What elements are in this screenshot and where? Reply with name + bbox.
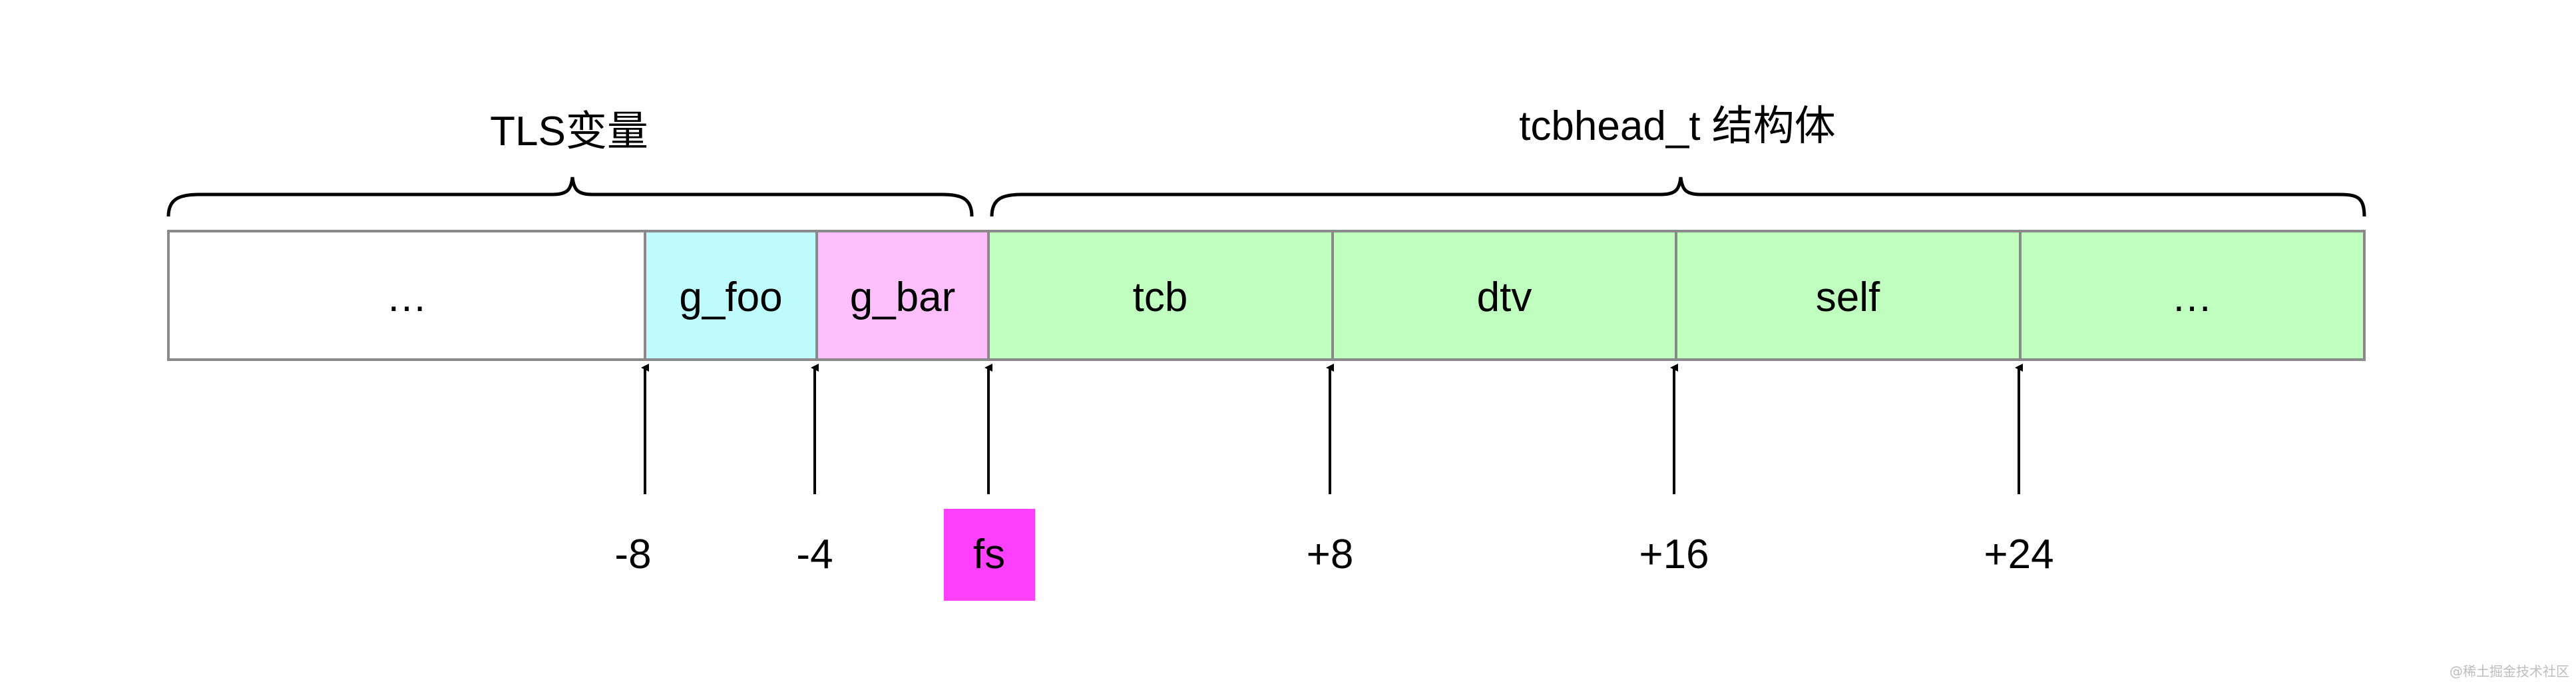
- tls-variables-label: TLS变量: [490, 109, 648, 155]
- cell-label: …: [2171, 274, 2213, 320]
- tls-variables-brace: [166, 176, 974, 217]
- tcbhead-struct-brace: [990, 176, 2366, 217]
- cell-label: self: [1816, 274, 1880, 320]
- offset-label-plus16: +16: [1639, 531, 1709, 577]
- offset-label-minus8: -8: [614, 531, 651, 577]
- cell-label: …: [386, 274, 427, 320]
- memory-cell-g-bar: g_bar: [815, 230, 990, 361]
- memory-cell-ellipsis-right: …: [2019, 230, 2366, 361]
- offset-label-minus4: -4: [796, 531, 833, 577]
- memory-cell-self: self: [1675, 230, 2022, 361]
- memory-cell-ellipsis-left: …: [167, 230, 646, 361]
- cell-label: g_foo: [679, 274, 782, 320]
- offset-label-plus24: +24: [1984, 531, 2053, 577]
- cell-label: g_bar: [850, 274, 956, 320]
- offset-label-plus8: +8: [1307, 531, 1354, 577]
- cell-label: tcb: [1133, 274, 1188, 320]
- memory-cell-g-foo: g_foo: [644, 230, 818, 361]
- memory-cell-dtv: dtv: [1331, 230, 1677, 361]
- fs-register-label: fs: [973, 531, 1005, 577]
- watermark: @稀土掘金技术社区: [2450, 663, 2569, 679]
- cell-label: dtv: [1477, 274, 1532, 320]
- memory-cell-tcb: tcb: [987, 230, 1334, 361]
- fs-register-box: [944, 509, 1035, 601]
- tcbhead-struct-label: tcbhead_t 结构体: [1519, 103, 1836, 149]
